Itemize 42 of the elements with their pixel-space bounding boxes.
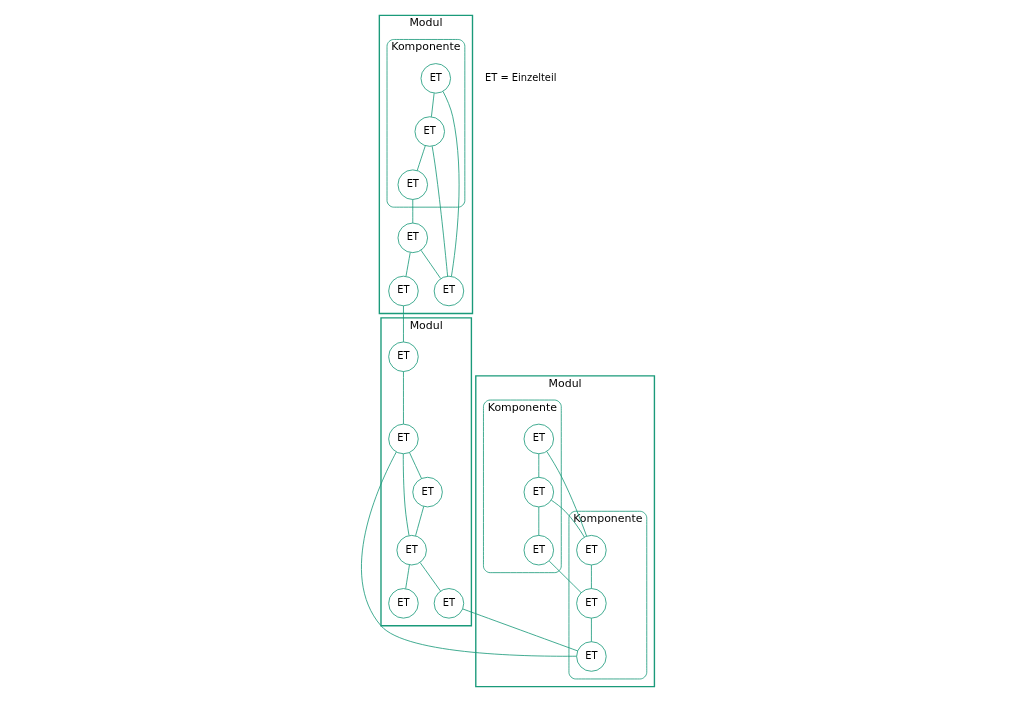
connector <box>414 506 424 537</box>
connector <box>419 562 441 592</box>
node-circle: ET <box>575 535 607 566</box>
connector <box>360 451 577 657</box>
connector <box>550 499 585 538</box>
connector <box>590 617 592 643</box>
node-circle: ET <box>523 476 554 508</box>
node-circle: ET <box>387 588 419 619</box>
connector <box>402 371 404 425</box>
node-circle: ET <box>523 535 554 566</box>
connector <box>402 305 404 343</box>
connector <box>442 91 459 277</box>
connector <box>461 608 578 652</box>
connector <box>404 564 410 589</box>
connector <box>420 249 441 279</box>
node-circle: ET <box>395 535 427 566</box>
connector <box>402 453 409 536</box>
node-circle: ET <box>411 476 443 508</box>
connector <box>408 452 422 479</box>
node-circle: ET <box>397 222 428 254</box>
connector <box>411 199 413 224</box>
connector <box>430 92 435 118</box>
node-circle: ET <box>523 423 554 455</box>
node-circle: ET <box>575 641 607 672</box>
node-circle: ET <box>575 588 607 619</box>
connector <box>537 506 539 536</box>
connector <box>537 453 539 478</box>
node-circle: ET <box>397 169 428 200</box>
connector <box>545 451 587 537</box>
node-circle: ET <box>387 275 419 307</box>
connector <box>590 564 592 589</box>
connector <box>416 145 426 171</box>
node-circle: ET <box>420 63 451 94</box>
label: ET = Einzelteil <box>484 71 556 83</box>
node-circle: ET <box>433 588 464 619</box>
connector <box>431 145 448 277</box>
connector <box>405 252 411 277</box>
connector <box>548 560 581 593</box>
node-circle: ET <box>387 341 419 372</box>
node-circle: ET <box>387 423 419 455</box>
node-circle: ET <box>433 275 464 307</box>
node-circle: ET <box>414 116 445 147</box>
